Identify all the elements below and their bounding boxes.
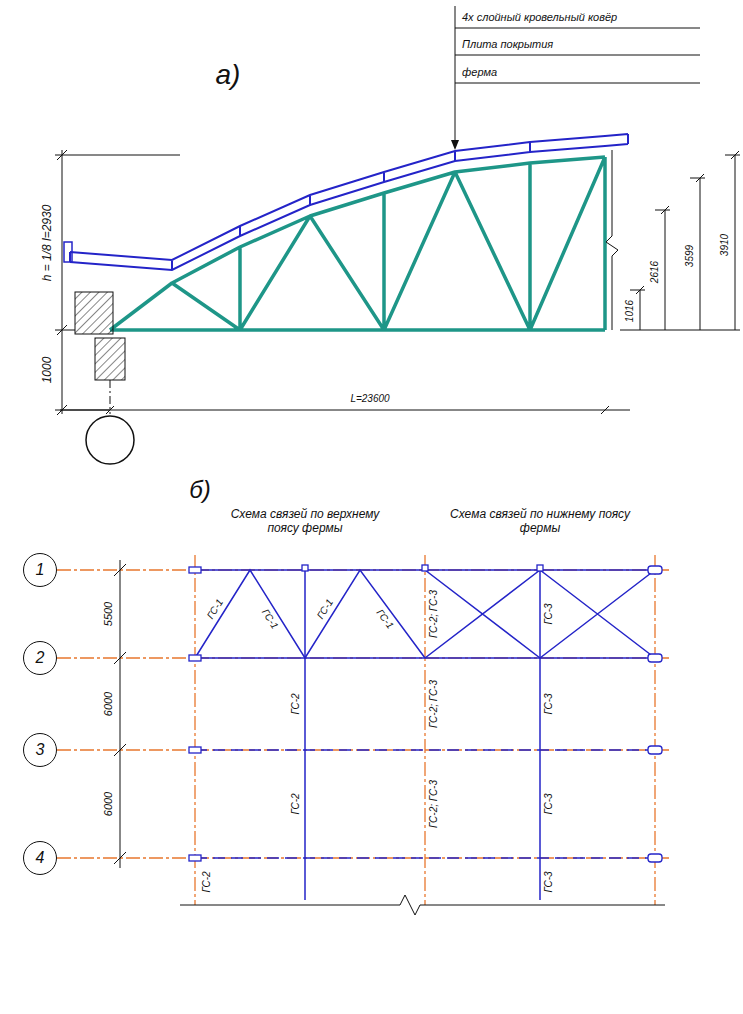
axis-circle — [86, 416, 134, 464]
column-marker — [189, 655, 201, 661]
brace-mark: ГС-2; ГС-3 — [428, 588, 440, 640]
brace-mark: ГС-1 — [373, 605, 397, 632]
brace-mark: ГС-2; ГС-3 — [428, 778, 440, 830]
column-marker — [648, 566, 662, 574]
span-dimension-line — [60, 406, 630, 414]
dimension-line — [55, 150, 180, 415]
dimension-text: 3910 — [719, 234, 731, 256]
brace-mark: ГС-3 — [543, 869, 555, 894]
dimension-text: h = 1/8 l=2930 — [41, 205, 55, 282]
scheme-title: Схема связей по нижнему поясу фермы — [450, 508, 630, 536]
dimension-line — [114, 560, 126, 868]
parapet — [64, 242, 72, 262]
truss-marker — [422, 565, 428, 571]
truss — [110, 157, 605, 330]
part-label: б) — [189, 476, 211, 504]
brace-mark: ГС-2 — [290, 791, 302, 816]
dimension-text: 6000 — [102, 792, 115, 816]
dimension-line — [620, 151, 740, 330]
axis-circle: 3 — [23, 733, 57, 767]
brace-mark: ГС-3 — [543, 601, 555, 626]
bracing-strut — [195, 750, 655, 858]
brace-mark: ГС-2; ГС-3 — [428, 678, 440, 730]
grid-axis-line — [57, 555, 670, 905]
axis-circle: 4 — [23, 841, 57, 875]
part-label: а) — [216, 59, 241, 91]
bracing-strut — [195, 570, 655, 900]
break-symbol — [606, 150, 618, 330]
column-marker — [189, 855, 201, 861]
column-marker — [189, 567, 201, 573]
column-marker — [648, 654, 662, 662]
brace-mark: ГС-1 — [258, 605, 281, 632]
truss-marker — [302, 565, 308, 571]
axis-number: 1 — [36, 562, 45, 578]
brace-mark: ГС-3 — [543, 791, 555, 816]
brace-mark: ГС-1 — [313, 595, 336, 622]
wall-section — [75, 292, 113, 334]
brace-mark: ГС-2 — [201, 869, 213, 894]
column-marker — [648, 746, 662, 754]
axis-number: 2 — [36, 650, 45, 666]
callout-arrowhead — [451, 140, 459, 150]
dimension-text: 1016 — [624, 300, 636, 322]
truss-marker — [537, 565, 543, 571]
scheme-title: Схема связей по верхнему поясу фермы — [215, 508, 395, 536]
span-text: L=23600 — [350, 393, 389, 405]
brace-mark: ГС-1 — [203, 595, 226, 622]
callout-text: 4х слойный кровельный ковёр — [462, 11, 617, 24]
dimension-text: 5500 — [102, 602, 115, 626]
column-marker — [648, 854, 662, 862]
axis-circle: 1 — [23, 553, 57, 587]
brace-mark: ГС-2 — [290, 691, 302, 716]
roof-slab — [70, 134, 628, 270]
dimension-text: 6000 — [102, 692, 115, 716]
callout-leader — [455, 6, 700, 146]
axis-number: 3 — [36, 742, 45, 758]
dimension-text: 3599 — [684, 245, 696, 267]
column-markers — [189, 565, 662, 862]
axis-line — [110, 380, 111, 414]
break-line — [180, 895, 665, 915]
callout-text: ферма — [462, 66, 497, 79]
brace-mark: ГС-3 — [543, 691, 555, 716]
column-marker — [189, 747, 201, 753]
dimension-text: 1000 — [41, 357, 55, 384]
column-section — [95, 338, 125, 380]
axis-circle: 2 — [23, 641, 57, 675]
bracing-diagonal — [195, 570, 655, 658]
dimension-text: 2616 — [649, 261, 661, 283]
axis-number: 4 — [36, 850, 45, 866]
callout-text: Плита покрытия — [462, 38, 553, 51]
